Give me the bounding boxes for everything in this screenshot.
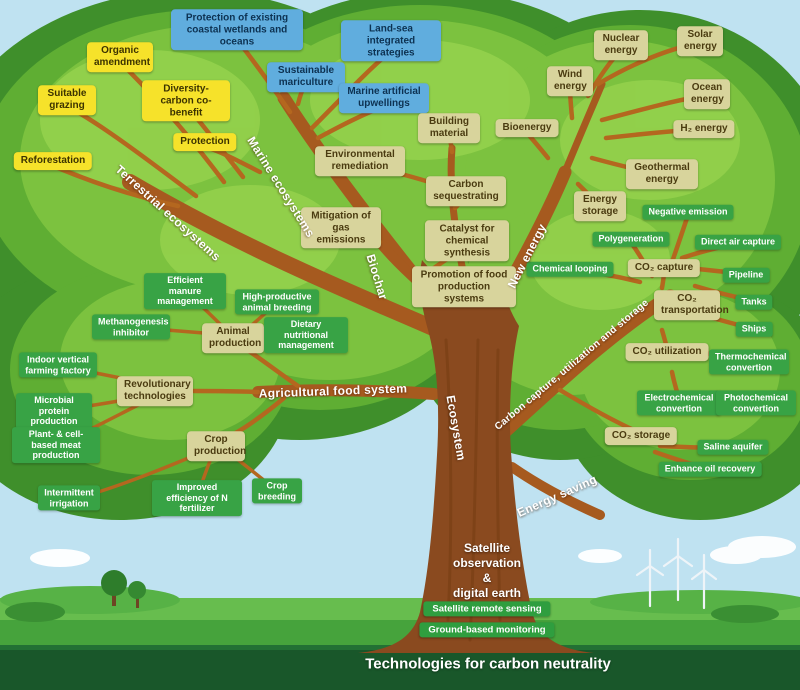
node-microbial-protein-production: Microbial protein production bbox=[16, 393, 92, 429]
bushes bbox=[5, 570, 779, 623]
node-pipeline: Pipeline bbox=[722, 267, 770, 283]
node-saline-aquifer: Saline aquifer bbox=[697, 439, 769, 455]
node-co-storage: CO₂ storage bbox=[604, 427, 678, 445]
node-suitable-grazing: Suitable grazing bbox=[38, 85, 96, 115]
node-building-material: Building material bbox=[418, 113, 480, 143]
node-solar-energy: Solar energy bbox=[677, 26, 723, 56]
node-catalyst-for-chemical-synthesis: Catalyst for chemical synthesis bbox=[425, 220, 509, 262]
node-indoor-vertical-farming-factory: Indoor vertical farming factory bbox=[19, 352, 97, 378]
branch-ecosystem: Ecosystem bbox=[443, 394, 469, 462]
node-ground-based-monitoring: Ground-based monitoring bbox=[419, 622, 555, 638]
node-sustainable-mariculture: Sustainable mariculture bbox=[267, 62, 345, 92]
node-high-productive-animal-breeding: High-productive animal breeding bbox=[235, 289, 319, 315]
node-marine-artificial-upwellings: Marine artificial upwellings bbox=[339, 83, 429, 113]
branch-agricultural-food-system: Agricultural food system bbox=[258, 381, 408, 401]
clouds bbox=[30, 536, 796, 567]
node-promotion-of-food-production-systems: Promotion of food production systems bbox=[412, 266, 516, 308]
node-geothermal-energy: Geothermal energy bbox=[626, 159, 698, 189]
node-revolutionary-technologies: Revolutionary technologies bbox=[117, 376, 193, 406]
node-enhance-oil-recovery: Enhance oil recovery bbox=[658, 461, 762, 477]
node-animal-production: Animal production bbox=[202, 323, 264, 353]
node-negative-emission: Negative emission bbox=[642, 204, 734, 220]
node-wind-energy: Wind energy bbox=[547, 66, 593, 96]
node-thermochemical-convertion: Thermochemical convertion bbox=[709, 349, 789, 375]
node-efficient-manure-management: Efficient manure management bbox=[144, 273, 226, 309]
trunk-label: Satellite observation & digital earth bbox=[452, 541, 521, 600]
branch-carbon-capture-utilization-and-storage: Carbon capture, utilization and storage bbox=[492, 297, 652, 433]
node-satellite-remote-sensing: Satellite remote sensing bbox=[423, 601, 551, 617]
node-chemical-looping: Chemical looping bbox=[526, 261, 614, 277]
wind-turbines-icon bbox=[635, 537, 718, 610]
node-electrochemical-convertion: Electrochemical convertion bbox=[637, 390, 721, 416]
node-crop-breeding: Crop breeding bbox=[252, 478, 302, 504]
branch-energy-saving: Energy saving bbox=[514, 472, 600, 520]
node-land-sea-integrated-strategies: Land-sea integrated strategies bbox=[341, 20, 441, 62]
node-organic-amendment: Organic amendment bbox=[87, 42, 153, 72]
footer-title: Technologies for carbon neutrality bbox=[365, 655, 611, 673]
node-intermittent-irrigation: Intermittent irrigation bbox=[38, 485, 100, 511]
node-co-capture: CO₂ capture bbox=[627, 259, 701, 277]
node-ships: Ships bbox=[735, 321, 773, 337]
node-environmental-remediation: Environmental remediation bbox=[315, 146, 405, 176]
node-photochemical-convertion: Photochemical convertion bbox=[716, 390, 796, 416]
trunk bbox=[358, 260, 594, 653]
branch-terrestrial-ecosystems: Terrestrial ecosystems bbox=[112, 162, 224, 264]
node-co-utilization: CO₂ utilization bbox=[625, 343, 709, 361]
node-dietary-nutritional-management: Dietary nutritional management bbox=[264, 317, 348, 353]
node-co-transportation: CO₂ transportation bbox=[654, 290, 729, 320]
node-diversity-carbon-co-benefit: Diversity-carbon co-benefit bbox=[142, 80, 230, 122]
node-ocean-energy: Ocean energy bbox=[684, 79, 730, 109]
node-mitigation-of-gas-emissions: Mitigation of gas emissions bbox=[301, 207, 381, 249]
node-energy-storage: Energy storage bbox=[574, 191, 626, 221]
node-polygeneration: Polygeneration bbox=[592, 231, 670, 247]
node-reforestation: Reforestation bbox=[13, 152, 93, 170]
node-crop-production: Crop production bbox=[187, 431, 246, 461]
node-plant-cell-based-meat-production: Plant- & cell-based meat production bbox=[12, 427, 100, 463]
node-improved-efficiency-of-n-fertilizer: Improved efficiency of N fertilizer bbox=[152, 480, 242, 516]
node-carbon-sequestrating: Carbon sequestrating bbox=[426, 176, 506, 206]
branch-new-energy: New energy bbox=[504, 221, 550, 291]
branch-marine-ecosystems: Marine ecosystems bbox=[244, 134, 318, 240]
node-protection-of-existing-coastal-wetlands-and-oceans: Protection of existing coastal wetlands … bbox=[171, 9, 303, 51]
node-nuclear-energy: Nuclear energy bbox=[594, 30, 648, 60]
node-h-energy: H₂ energy bbox=[673, 120, 735, 138]
node-methanogenesis-inhibitor: Methanogenesis inhibitor bbox=[92, 314, 170, 340]
branch-biochar: Biochar bbox=[363, 252, 391, 302]
node-protection: Protection bbox=[173, 133, 237, 151]
node-bioenergy: Bioenergy bbox=[495, 119, 559, 137]
node-direct-air-capture: Direct air capture bbox=[694, 234, 782, 250]
node-tanks: Tanks bbox=[735, 294, 773, 310]
